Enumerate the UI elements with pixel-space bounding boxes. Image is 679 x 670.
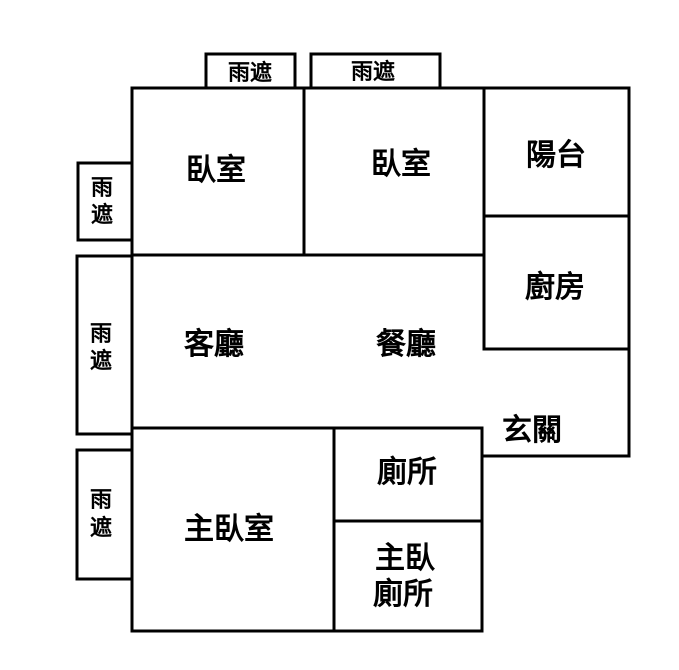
awning-top-right <box>309 52 442 90</box>
awning-label-left-top-1: 雨 <box>91 175 113 201</box>
room-label-living: 客廳 <box>184 327 244 362</box>
room-label-entrance: 玄關 <box>502 413 562 448</box>
room-label-balcony: 陽台 <box>526 138 586 173</box>
room-label-bedroom-middle: 臥室 <box>371 147 431 182</box>
awning-label-top-left: 雨遮 <box>228 60 272 86</box>
awning-left-middle <box>75 254 134 436</box>
walls <box>130 86 631 633</box>
room-label-bedroom-left: 臥室 <box>186 153 246 188</box>
awning-left-bottom <box>75 448 134 581</box>
awning-label-top-right: 雨遮 <box>351 59 395 85</box>
room-label-kitchen: 廚房 <box>525 270 585 305</box>
room-labels: 臥室 臥室 陽台 廚房 客廳 餐廳 玄關 廁所 主臥室 主臥 廁所 <box>184 138 586 612</box>
awning-left-top <box>76 161 134 242</box>
awning-label-left-middle-1: 雨 <box>90 321 112 347</box>
awning-label-left-top-2: 遮 <box>91 202 113 228</box>
room-label-dining: 餐廳 <box>376 327 436 362</box>
room-label-master-bath-line2: 廁所 <box>373 577 433 612</box>
room-label-bathroom: 廁所 <box>377 455 437 490</box>
awnings <box>75 52 442 581</box>
awning-label-left-bottom-2: 遮 <box>90 515 112 541</box>
awning-labels: 雨遮 雨遮 雨 遮 雨 遮 雨 遮 <box>90 59 395 541</box>
awning-label-left-bottom-1: 雨 <box>90 487 112 513</box>
room-label-master-bath-line1: 主臥 <box>375 541 435 576</box>
awning-top-left <box>204 52 297 90</box>
room-label-master-bedroom: 主臥室 <box>184 512 274 547</box>
awning-label-left-middle-2: 遮 <box>90 348 112 374</box>
